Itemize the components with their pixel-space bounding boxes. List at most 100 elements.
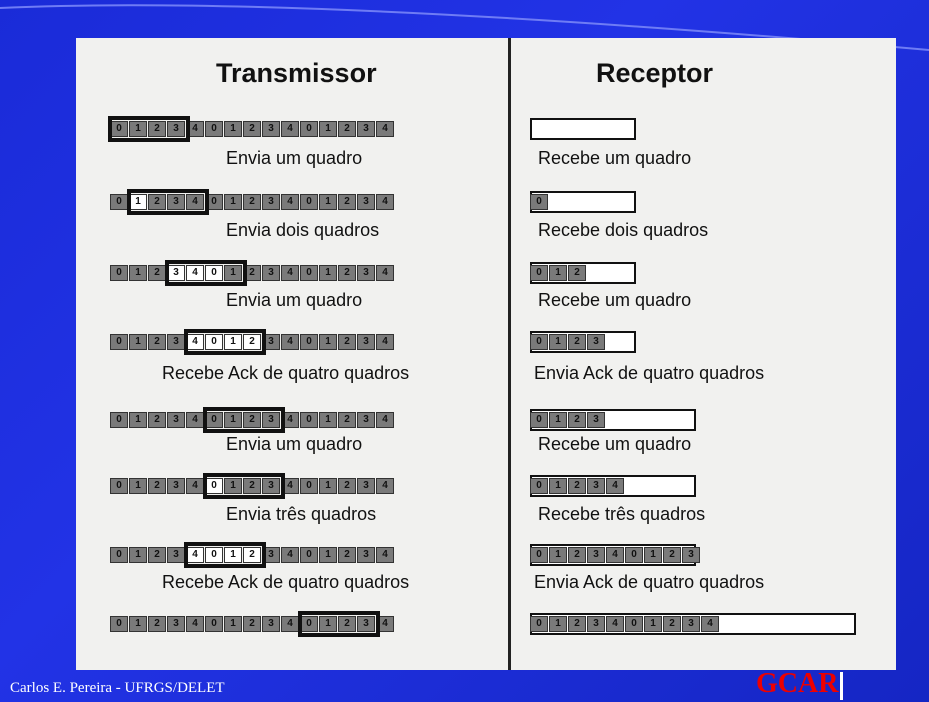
received-frame-cell: 3 — [587, 412, 605, 428]
frame-number-cell: 4 — [281, 194, 299, 210]
frame-number-cell: 1 — [129, 334, 147, 350]
received-frame-cell: 0 — [530, 478, 548, 494]
transmitter-caption: Envia um quadro — [226, 290, 363, 310]
frame-number-cell: 4 — [186, 194, 204, 210]
frame-number-cell: 2 — [148, 412, 166, 428]
frame-number-cell: 2 — [148, 194, 166, 210]
frame-number-cell: 3 — [262, 412, 280, 428]
received-frame-cell: 0 — [530, 265, 548, 281]
logo-divider — [840, 672, 843, 700]
received-frame-cell: 0 — [625, 616, 643, 632]
receiver-caption: Recebe um quadro — [538, 290, 692, 310]
received-frame-cell: 3 — [587, 478, 605, 494]
frame-number-cell: 3 — [357, 478, 375, 494]
sender-window-outline — [165, 260, 247, 286]
received-frame-cell: 2 — [568, 616, 586, 632]
frame-number-cell: 4 — [186, 616, 204, 632]
received-frame-cell: 2 — [568, 547, 586, 563]
frame-number-cell: 1 — [224, 616, 242, 632]
frame-number-cell: 3 — [167, 412, 185, 428]
sender-window-outline — [108, 116, 190, 142]
frame-number-cell: 3 — [357, 194, 375, 210]
transmitter-caption: Recebe Ack de quatro quadros — [162, 572, 410, 592]
received-frame-cell: 4 — [606, 616, 624, 632]
receiver-caption: Recebe um quadro — [538, 148, 692, 168]
received-frame-cell: 3 — [682, 616, 700, 632]
frame-number-cell: 4 — [376, 412, 394, 428]
frame-number-cell: 2 — [148, 334, 166, 350]
frame-number-cell: 3 — [167, 194, 185, 210]
received-frame-cell: 3 — [587, 334, 605, 350]
sender-window-outline — [127, 189, 209, 215]
transmitter-caption: Envia dois quadros — [226, 220, 380, 240]
frame-number-cell: 3 — [357, 616, 375, 632]
frame-number-cell: 2 — [338, 334, 356, 350]
frame-number-cell: 0 — [110, 478, 128, 494]
frame-number-cell: 2 — [338, 478, 356, 494]
frame-number-cell: 3 — [357, 412, 375, 428]
frame-number-cell: 3 — [357, 334, 375, 350]
received-frame-cell: 3 — [587, 547, 605, 563]
frame-number-cell: 4 — [376, 478, 394, 494]
received-frame-cell: 1 — [549, 412, 567, 428]
sender-window-outline — [184, 329, 266, 355]
frame-number-cell: 3 — [262, 478, 280, 494]
frame-number-cell: 2 — [243, 334, 261, 350]
frame-number-cell: 0 — [110, 616, 128, 632]
frame-number-cell: 3 — [167, 478, 185, 494]
frame-number-cell: 3 — [167, 616, 185, 632]
received-frame-cell: 2 — [568, 265, 586, 281]
frame-number-cell: 1 — [129, 616, 147, 632]
receiver-buffer-box — [530, 118, 636, 140]
frame-number-cell: 3 — [262, 194, 280, 210]
sender-window-outline — [203, 407, 285, 433]
frame-number-cell: 2 — [148, 616, 166, 632]
frame-number-cell: 0 — [110, 334, 128, 350]
receiver-frame-row: 0 — [530, 191, 549, 213]
received-frame-cell: 1 — [549, 616, 567, 632]
frame-number-cell: 4 — [376, 334, 394, 350]
frame-number-cell: 4 — [376, 265, 394, 281]
frame-number-cell: 2 — [338, 121, 356, 137]
frame-number-cell: 1 — [319, 478, 337, 494]
sender-window-outline — [184, 542, 266, 568]
frame-number-cell: 2 — [338, 265, 356, 281]
frame-number-cell: 0 — [110, 265, 128, 281]
received-frame-cell: 3 — [682, 547, 700, 563]
frame-number-cell: 2 — [338, 412, 356, 428]
received-frame-cell: 2 — [568, 478, 586, 494]
frame-number-cell: 1 — [224, 412, 242, 428]
transmitter-caption: Envia três quadros — [226, 504, 377, 524]
frame-number-cell: 4 — [186, 265, 204, 281]
frame-number-cell: 1 — [319, 265, 337, 281]
frame-number-cell: 4 — [376, 547, 394, 563]
transmitter-caption: Envia um quadro — [226, 148, 363, 168]
received-frame-cell: 0 — [625, 547, 643, 563]
frame-number-cell: 3 — [167, 121, 185, 137]
frame-number-cell: 2 — [148, 265, 166, 281]
frame-number-cell: 1 — [319, 194, 337, 210]
received-frame-cell: 1 — [549, 265, 567, 281]
received-frame-cell: 1 — [549, 478, 567, 494]
frame-number-cell: 2 — [338, 194, 356, 210]
frame-number-cell: 0 — [110, 412, 128, 428]
frame-number-cell: 4 — [281, 547, 299, 563]
frame-number-cell: 2 — [338, 616, 356, 632]
frame-number-cell: 3 — [262, 121, 280, 137]
frame-number-cell: 1 — [319, 547, 337, 563]
frame-number-cell: 0 — [205, 412, 223, 428]
received-frame-cell: 2 — [568, 334, 586, 350]
frame-number-cell: 0 — [205, 547, 223, 563]
frame-number-cell: 0 — [110, 194, 128, 210]
frame-number-cell: 4 — [186, 478, 204, 494]
